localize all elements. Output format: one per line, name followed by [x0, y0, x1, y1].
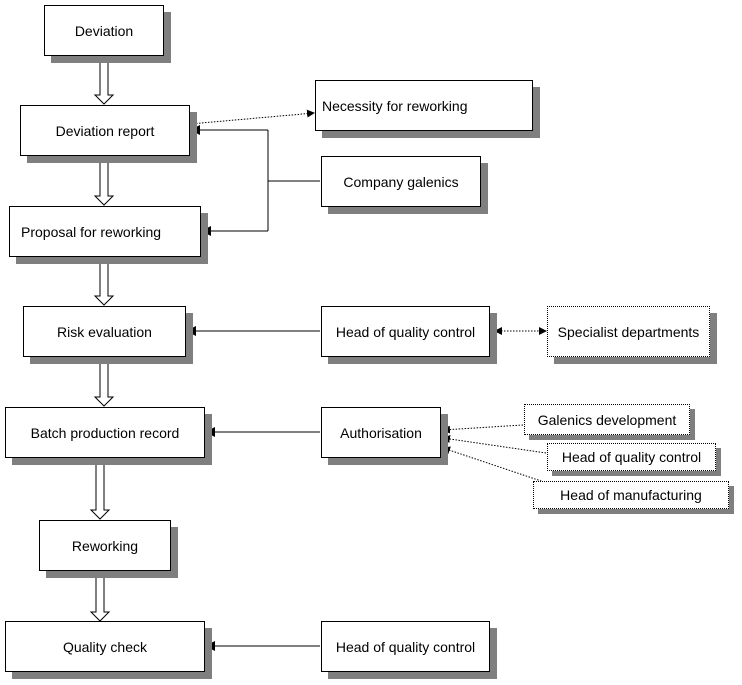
flow-arrow-report-to-proposal	[93, 154, 115, 206]
deviation-box: Deviation	[44, 5, 164, 56]
flow-arrow-reworking-to-check	[89, 569, 111, 622]
connector-report-necessity	[189, 109, 315, 125]
head-of-quality-control-risk-box: Head of quality control	[321, 306, 490, 357]
proposal-for-reworking-box: Proposal for reworking	[9, 206, 201, 257]
reworking-box: Reworking	[39, 520, 171, 571]
necessity-for-reworking-box: Necessity for reworking	[315, 80, 533, 131]
flow-arrow-batch-to-reworking	[89, 456, 111, 520]
quality-check-box: Quality check	[5, 621, 205, 672]
head-of-quality-control-auth-box: Head of quality control	[547, 443, 716, 471]
batch-production-record-box: Batch production record	[5, 407, 205, 458]
risk-evaluation-box: Risk evaluation	[23, 306, 186, 357]
flow-arrow-risk-to-batch	[93, 355, 115, 407]
specialist-departments-box: Specialist departments	[547, 306, 710, 357]
connector-galenics-bracket	[267, 130, 320, 231]
authorisation-box: Authorisation	[321, 407, 441, 458]
head-of-manufacturing-box: Head of manufacturing	[533, 481, 729, 509]
galenics-development-box: Galenics development	[524, 404, 690, 435]
connector-headqc-to-auth	[442, 435, 547, 454]
head-of-quality-control-check-box: Head of quality control	[321, 621, 490, 672]
connector-headmfg-to-auth	[442, 446, 548, 484]
deviation-report-box: Deviation report	[20, 105, 190, 156]
flow-arrow-proposal-to-risk	[93, 255, 115, 306]
flow-arrow-deviation-to-report	[93, 55, 115, 105]
company-galenics-box: Company galenics	[321, 156, 481, 207]
connector-galenicsdev-to-auth	[442, 424, 524, 434]
